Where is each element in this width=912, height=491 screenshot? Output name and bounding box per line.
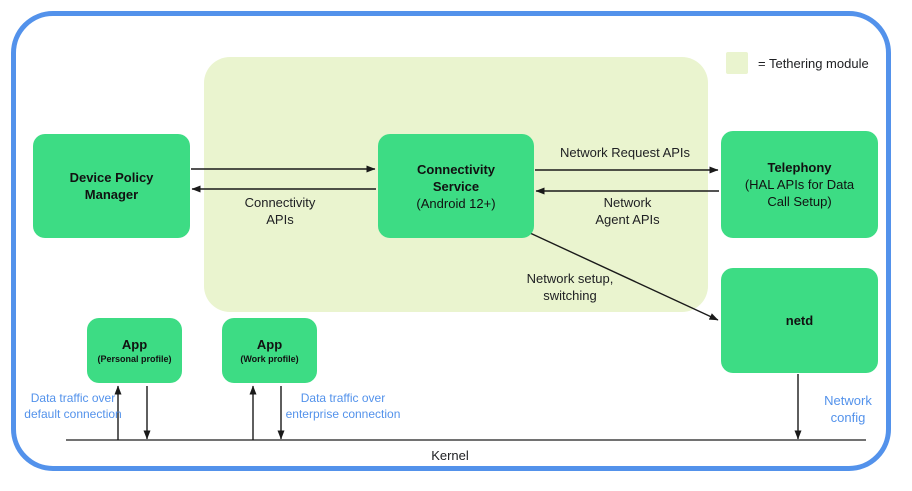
node-app-work-title: App — [256, 337, 283, 352]
node-connectivity-service-subtitle: (Android 12+) — [416, 195, 496, 211]
edge-label-network-request-apis: Network Request APIs — [559, 145, 691, 160]
node-app-work-profile[interactable]: App (Work profile) — [222, 318, 317, 383]
node-telephony-title: Telephony — [767, 160, 832, 175]
node-connectivity-service[interactable]: Connectivity Service (Android 12+) — [378, 134, 534, 238]
node-device-policy-manager[interactable]: Device Policy Manager — [33, 134, 190, 238]
legend-swatch-tethering — [726, 52, 748, 74]
node-netd[interactable]: netd — [721, 268, 878, 373]
node-app-personal-title: App — [121, 337, 148, 352]
node-telephony[interactable]: Telephony (HAL APIs for Data Call Setup) — [721, 131, 878, 238]
edge-label-data-traffic-default: Data traffic over default connection — [24, 391, 122, 421]
node-device-policy-manager-title: Device Policy — [69, 170, 154, 185]
label-kernel: Kernel — [431, 448, 469, 463]
node-telephony-subtitle: (HAL APIs for Data — [744, 177, 855, 192]
legend-label-tethering: = Tethering module — [758, 55, 869, 71]
edge-label-network-config: Network config — [824, 393, 872, 425]
edge-label-network-agent-apis: Network Agent APIs — [595, 195, 660, 227]
node-app-personal-subtitle: (Personal profile) — [97, 354, 172, 364]
node-telephony-subtitle2: Call Setup) — [767, 194, 832, 209]
legend: = Tethering module — [726, 52, 869, 74]
edge-label-data-traffic-enterprise: Data traffic over enterprise connection — [285, 391, 401, 421]
node-app-work-subtitle: (Work profile) — [240, 354, 299, 364]
edge-label-network-setup-switching: Network setup, switching — [526, 271, 614, 303]
node-connectivity-service-title2: Service — [432, 178, 480, 194]
device-boundary-frame — [11, 11, 891, 471]
edge-label-connectivity-apis: Connectivity APIs — [244, 195, 316, 227]
node-device-policy-manager-title2: Manager — [84, 187, 139, 202]
node-netd-title: netd — [785, 313, 814, 328]
node-connectivity-service-title: Connectivity — [416, 161, 495, 177]
node-app-personal-profile[interactable]: App (Personal profile) — [87, 318, 182, 383]
